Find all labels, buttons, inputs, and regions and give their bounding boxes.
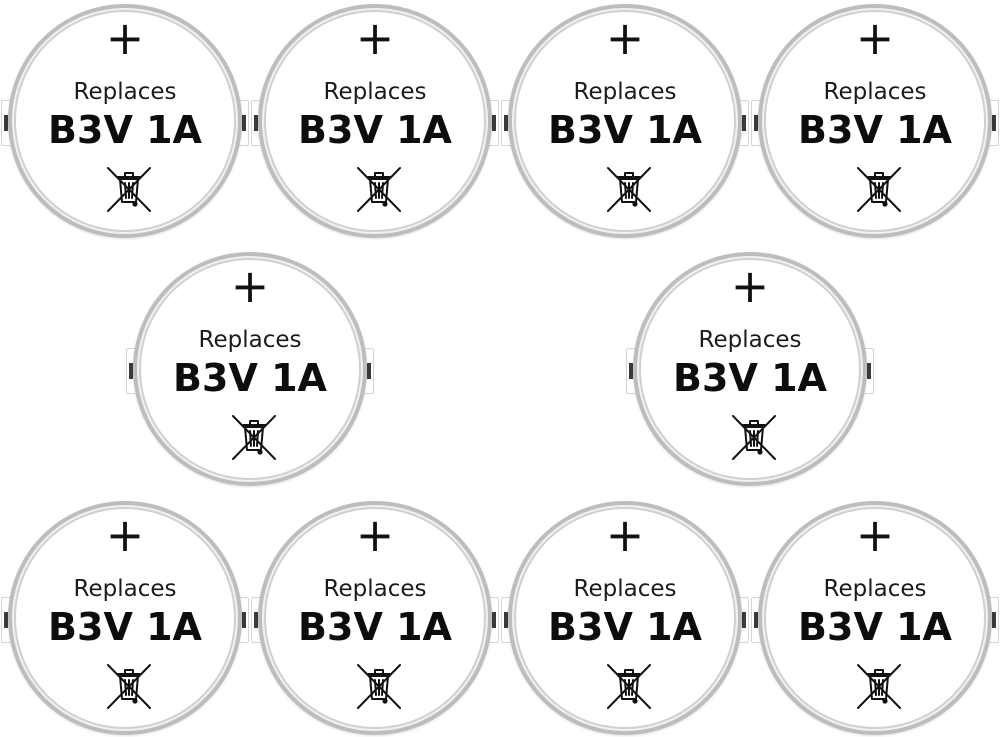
crossed-out-wheelie-bin-icon [607,664,651,709]
positive-terminal-mark: + [605,508,645,562]
coin-battery: + Replaces B3V 1A [501,501,749,735]
battery-face: + Replaces B3V 1A [758,501,992,735]
coin-battery: + Replaces B3V 1A [501,4,749,238]
positive-terminal-mark: + [355,11,395,65]
battery-face: + Replaces B3V 1A [508,4,742,238]
positive-terminal-mark: + [730,259,770,313]
model-label: B3V 1A [548,108,702,152]
replaces-label: Replaces [323,576,427,602]
coin-battery: + Replaces B3V 1A [1,501,249,735]
model-label: B3V 1A [798,108,952,152]
crossed-out-wheelie-bin-icon [107,664,151,709]
replaces-label: Replaces [323,79,427,105]
crossed-out-wheelie-bin-icon [357,664,401,709]
model-label: B3V 1A [298,108,452,152]
replaces-label: Replaces [198,327,302,353]
positive-terminal-mark: + [855,508,895,562]
replaces-label: Replaces [573,79,677,105]
replaces-label: Replaces [698,327,802,353]
positive-terminal-mark: + [105,508,145,562]
crossed-out-wheelie-bin-icon [857,167,901,212]
battery-face: + Replaces B3V 1A [133,252,367,486]
model-label: B3V 1A [548,605,702,649]
crossed-out-wheelie-bin-icon [732,415,776,460]
battery-face: + Replaces B3V 1A [508,501,742,735]
battery-face: + Replaces B3V 1A [8,501,242,735]
coin-battery: + Replaces B3V 1A [251,501,499,735]
coin-battery: + Replaces B3V 1A [1,4,249,238]
model-label: B3V 1A [673,356,827,400]
crossed-out-wheelie-bin-icon [607,167,651,212]
coin-battery: + Replaces B3V 1A [751,4,999,238]
battery-face: + Replaces B3V 1A [258,4,492,238]
replaces-label: Replaces [573,576,677,602]
model-label: B3V 1A [48,605,202,649]
battery-face: + Replaces B3V 1A [8,4,242,238]
battery-face: + Replaces B3V 1A [633,252,867,486]
battery-face: + Replaces B3V 1A [758,4,992,238]
model-label: B3V 1A [298,605,452,649]
replaces-label: Replaces [823,79,927,105]
crossed-out-wheelie-bin-icon [232,415,276,460]
model-label: B3V 1A [798,605,952,649]
coin-battery: + Replaces B3V 1A [626,252,874,486]
replaces-label: Replaces [73,576,177,602]
crossed-out-wheelie-bin-icon [107,167,151,212]
positive-terminal-mark: + [355,508,395,562]
model-label: B3V 1A [173,356,327,400]
replaces-label: Replaces [823,576,927,602]
coin-battery: + Replaces B3V 1A [251,4,499,238]
model-label: B3V 1A [48,108,202,152]
coin-battery: + Replaces B3V 1A [751,501,999,735]
crossed-out-wheelie-bin-icon [357,167,401,212]
positive-terminal-mark: + [230,259,270,313]
positive-terminal-mark: + [105,11,145,65]
replaces-label: Replaces [73,79,177,105]
positive-terminal-mark: + [855,11,895,65]
positive-terminal-mark: + [605,11,645,65]
battery-face: + Replaces B3V 1A [258,501,492,735]
crossed-out-wheelie-bin-icon [857,664,901,709]
coin-battery: + Replaces B3V 1A [126,252,374,486]
